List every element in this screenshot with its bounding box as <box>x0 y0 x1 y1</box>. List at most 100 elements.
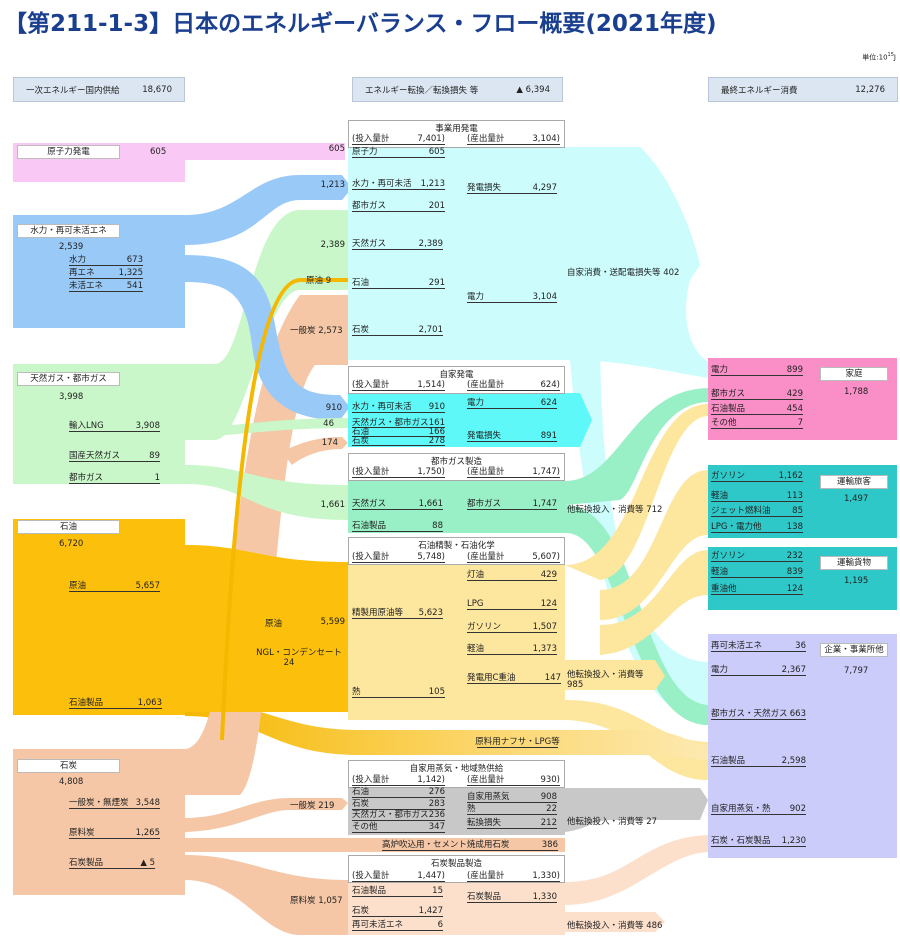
gas-item: 国産天然ガス 89 <box>69 451 160 462</box>
flow-label-text: NGL・コンデンセート <box>256 648 342 658</box>
label: 都市ガス <box>352 201 387 211</box>
value: 1,427 <box>418 906 443 916</box>
label: (産出量計 <box>467 552 505 562</box>
flow-label-text: 原料炭 <box>290 896 316 906</box>
unit-base: 単位:10 <box>862 53 888 62</box>
label: 転換損失 <box>467 818 502 828</box>
header-label: 最終エネルギー消費 <box>721 85 798 96</box>
freight-total: 1,195 <box>844 576 869 586</box>
value: 899 <box>786 365 803 375</box>
label: 高炉吹込用・セメント焼成用石炭 <box>382 840 510 850</box>
value: 910 <box>428 402 445 412</box>
item-value: 89 <box>149 451 160 461</box>
flow-label-value: 219 <box>318 801 335 811</box>
label: 石油製品 <box>711 404 746 414</box>
value: 5,748) <box>417 552 445 562</box>
flow-label-coke-other: 他転換投入・消費等 486 <box>567 921 663 931</box>
header-value: 12,276 <box>855 84 885 95</box>
header-value: ▲ 6,394 <box>516 84 550 95</box>
flow-label-coal-steam: 一般炭 219 <box>290 799 334 811</box>
flow-utility-out <box>565 147 708 378</box>
item-label: 都市ガス <box>69 473 104 483</box>
item-value: 1,325 <box>118 268 143 278</box>
value: 624 <box>540 398 557 408</box>
autogen-header: 自家発電 <box>348 366 565 394</box>
label: 天然ガス <box>352 499 387 509</box>
label: その他 <box>711 418 737 428</box>
label: 電力 <box>711 365 729 375</box>
household-item: 石油製品 454 <box>711 404 803 415</box>
value: 283 <box>428 799 445 809</box>
label: 自家用蒸気・熱 <box>711 804 771 814</box>
value: 276 <box>428 787 445 797</box>
value: 2,389 <box>418 239 443 249</box>
flow-citygas-household <box>565 388 708 505</box>
item-value: 1 <box>154 473 160 483</box>
flow-label-text: 一般炭 <box>290 326 316 336</box>
label: ジェット燃料油 <box>711 506 771 516</box>
flow-label-value: 2,573 <box>318 326 343 336</box>
value: 454 <box>786 404 803 414</box>
label: (投入量計 <box>352 552 390 562</box>
value: 1,661 <box>418 499 443 509</box>
label: (投入量計 <box>352 134 390 144</box>
flow-gas-citygas <box>185 465 348 520</box>
label: (投入量計 <box>352 380 390 390</box>
item-value: 1,063 <box>137 698 162 708</box>
flow-refining-passenger <box>600 470 708 620</box>
citygas-title: 都市ガス製造 <box>430 457 482 467</box>
item-value: 3,908 <box>135 421 160 431</box>
citygas-body <box>348 481 565 533</box>
flow-label-nuclear: 605 <box>328 144 345 154</box>
label: 石油製品 <box>352 886 387 896</box>
value: 1,447) <box>417 871 445 881</box>
item-value: ▲ 5 <box>140 858 155 868</box>
flow-label-crude-utility: 原油 9 <box>306 274 331 286</box>
page-title: 【第211-1-3】日本のエネルギーバランス・フロー概要(2021年度) <box>4 11 717 37</box>
label: 再可未活エネ <box>352 920 404 930</box>
value: 1,514) <box>417 380 445 390</box>
flow-label-coal-utility: 一般炭 2,573 <box>290 324 343 336</box>
unit-suffix: J <box>893 53 896 62</box>
hydro-total: 2,539 <box>59 242 84 252</box>
refining-body <box>348 565 565 720</box>
flow-gas-autogen <box>185 418 348 438</box>
household-label: 家庭 <box>820 367 888 381</box>
value: 2,598 <box>781 756 806 766</box>
label: ガソリン <box>467 622 502 632</box>
label: 天然ガス・都市ガス <box>352 418 429 428</box>
nuclear-block: 原子力発電 605 <box>13 143 185 182</box>
coal-label: 石炭 <box>17 759 120 773</box>
flow-label-coal-autogen: 174 <box>321 438 338 448</box>
flow-label-value: 5,599 <box>320 617 345 627</box>
label: 熱 <box>467 804 476 814</box>
item-label: 国産天然ガス <box>69 451 121 461</box>
value: 1,747 <box>532 499 557 509</box>
value: 166 <box>428 427 445 437</box>
value: 605 <box>428 147 445 157</box>
